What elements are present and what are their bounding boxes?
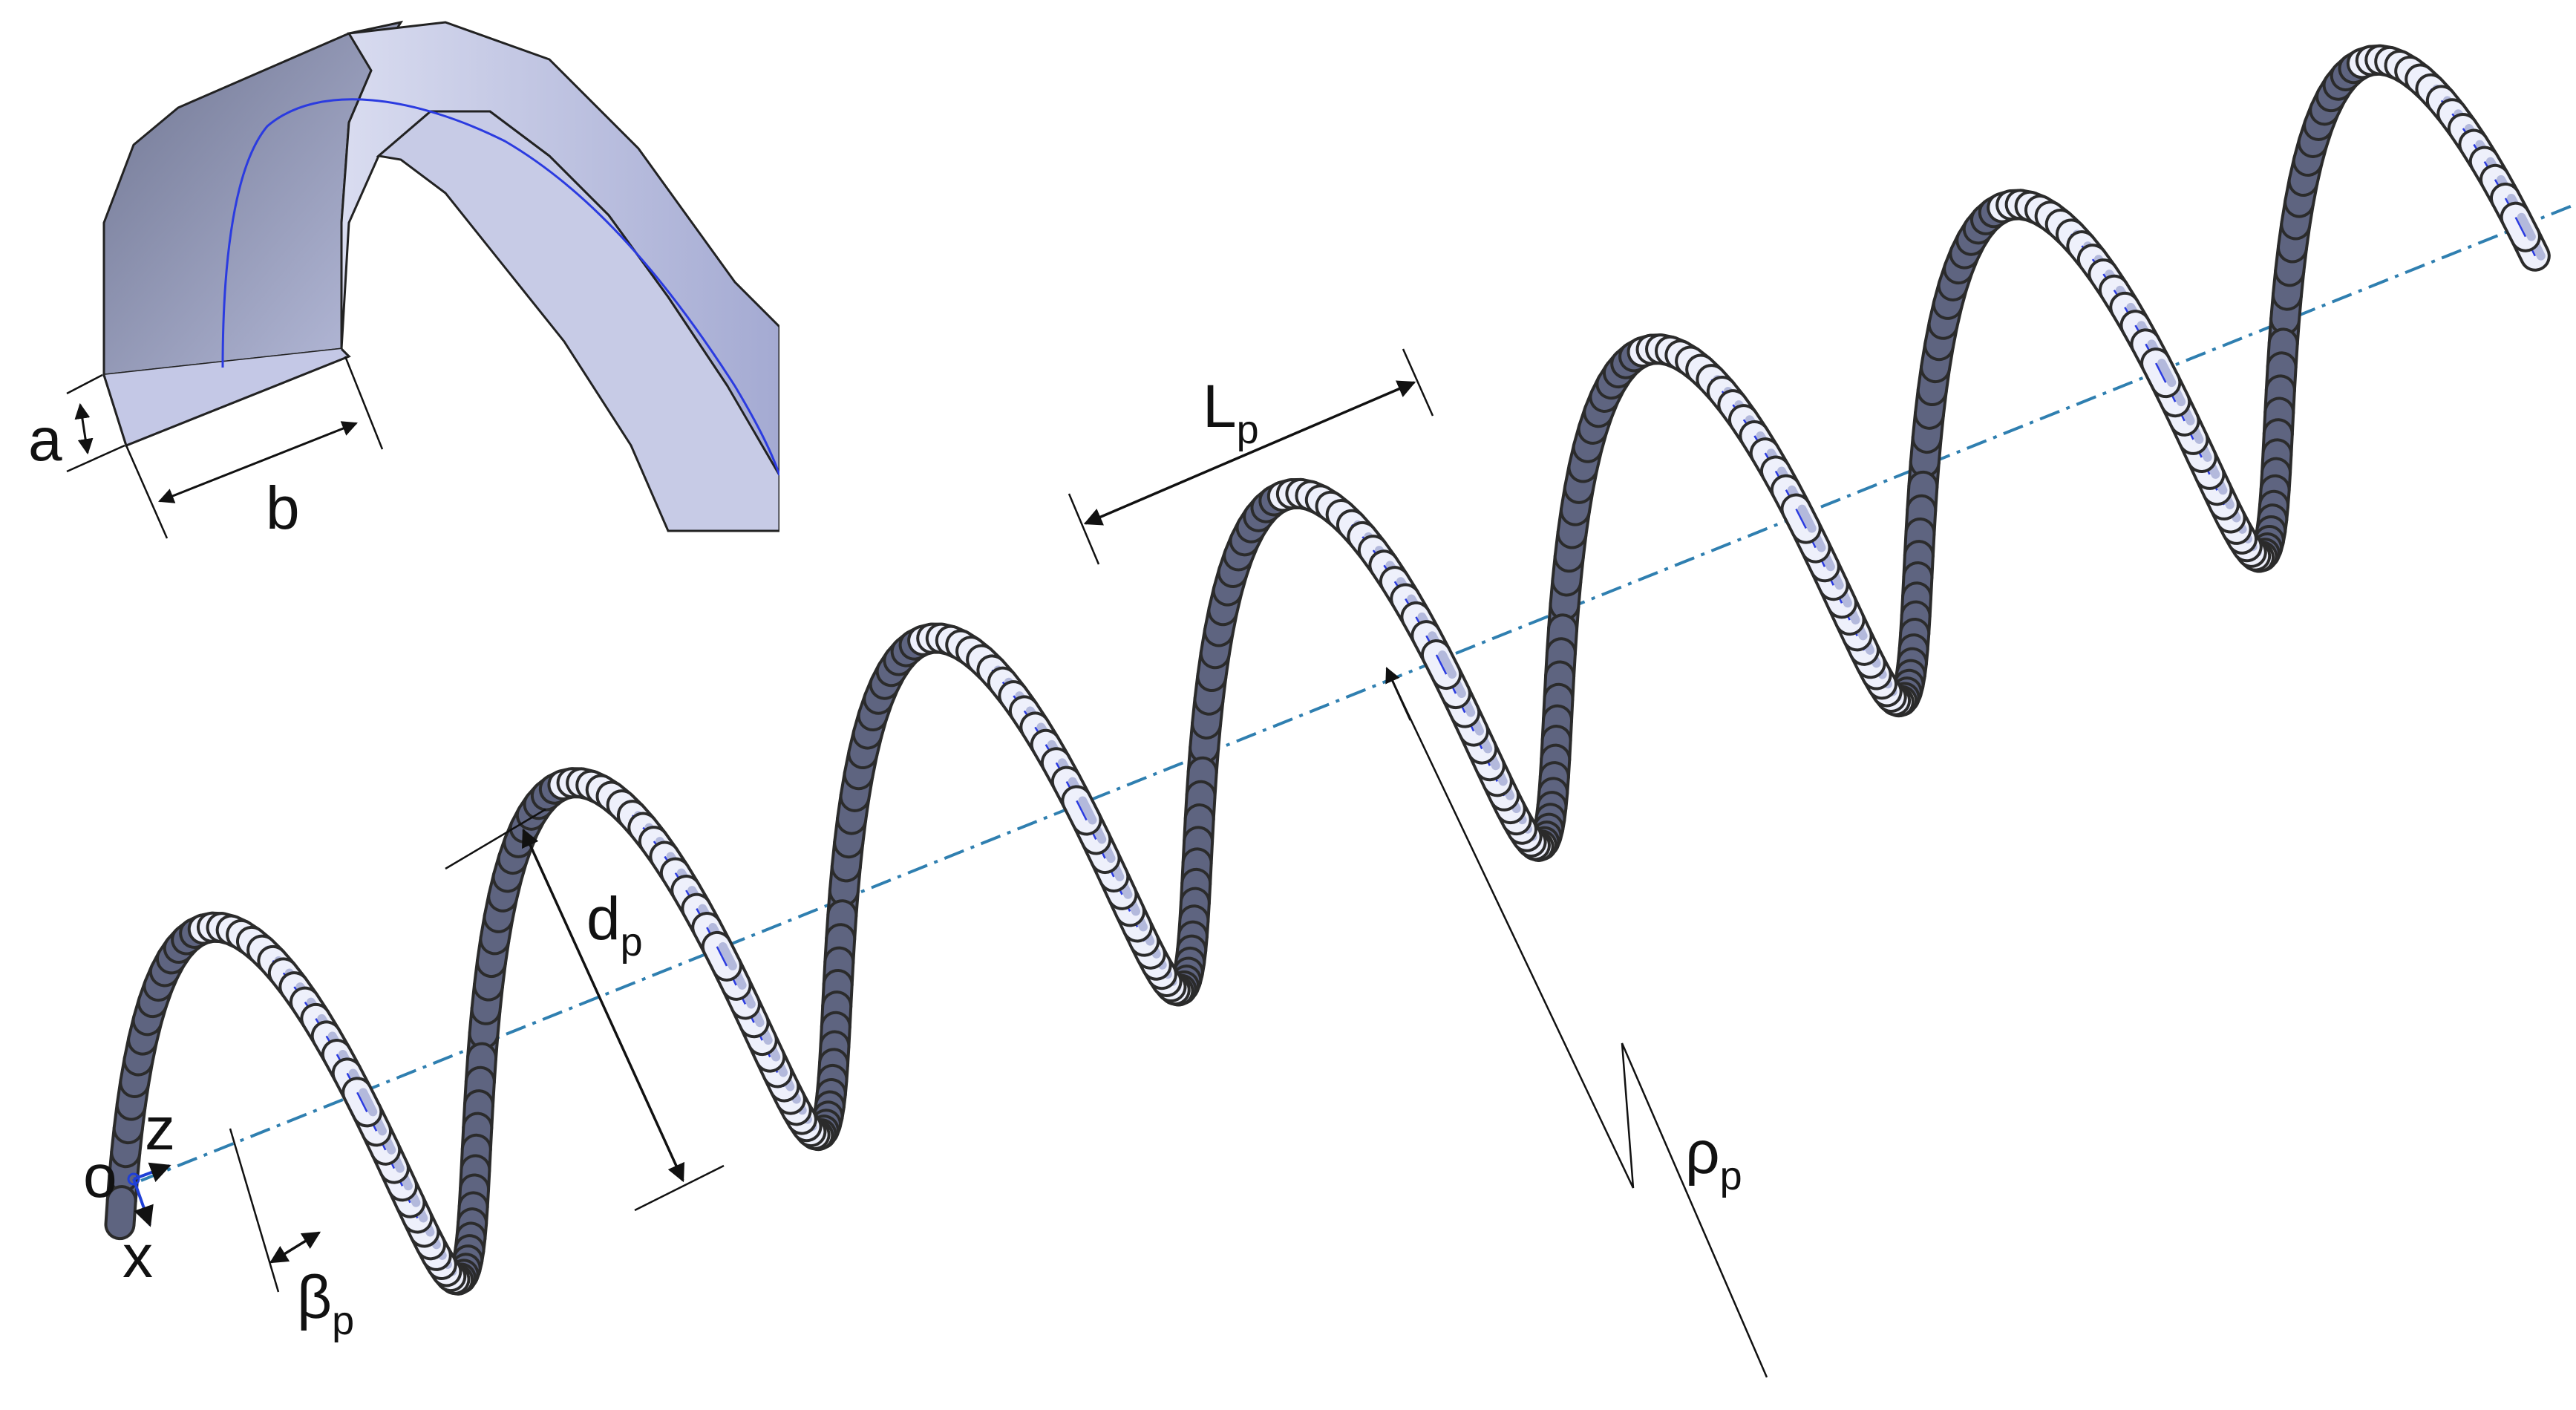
label-dp: d [586,885,621,953]
label-rho: ρ [1685,1119,1720,1187]
label-beta-subscript: p [332,1299,354,1343]
dimension-rho: ρp [1387,668,1767,1377]
label-x: x [122,1223,153,1290]
svg-text:Lp: Lp [1203,373,1259,452]
svg-text:dp: dp [586,885,643,965]
dimension-beta: βp [230,1129,354,1343]
svg-text:ρp: ρp [1685,1119,1742,1198]
label-rho-subscript: p [1720,1154,1742,1198]
ribbon-face [120,1201,121,1224]
label-Lp-subscript: p [1237,408,1259,452]
label-origin: o [83,1143,117,1210]
label-Lp: L [1203,373,1237,440]
label-z: z [145,1095,175,1163]
label-beta: β [297,1264,332,1331]
label-b: b [266,474,300,542]
label-dp-subscript: p [621,920,643,965]
spring-axis [141,204,2576,1181]
svg-text:βp: βp [297,1264,354,1343]
cross-section-inset: a b [28,0,809,542]
helical-ribbon [120,60,2540,1280]
label-a: a [28,406,62,474]
